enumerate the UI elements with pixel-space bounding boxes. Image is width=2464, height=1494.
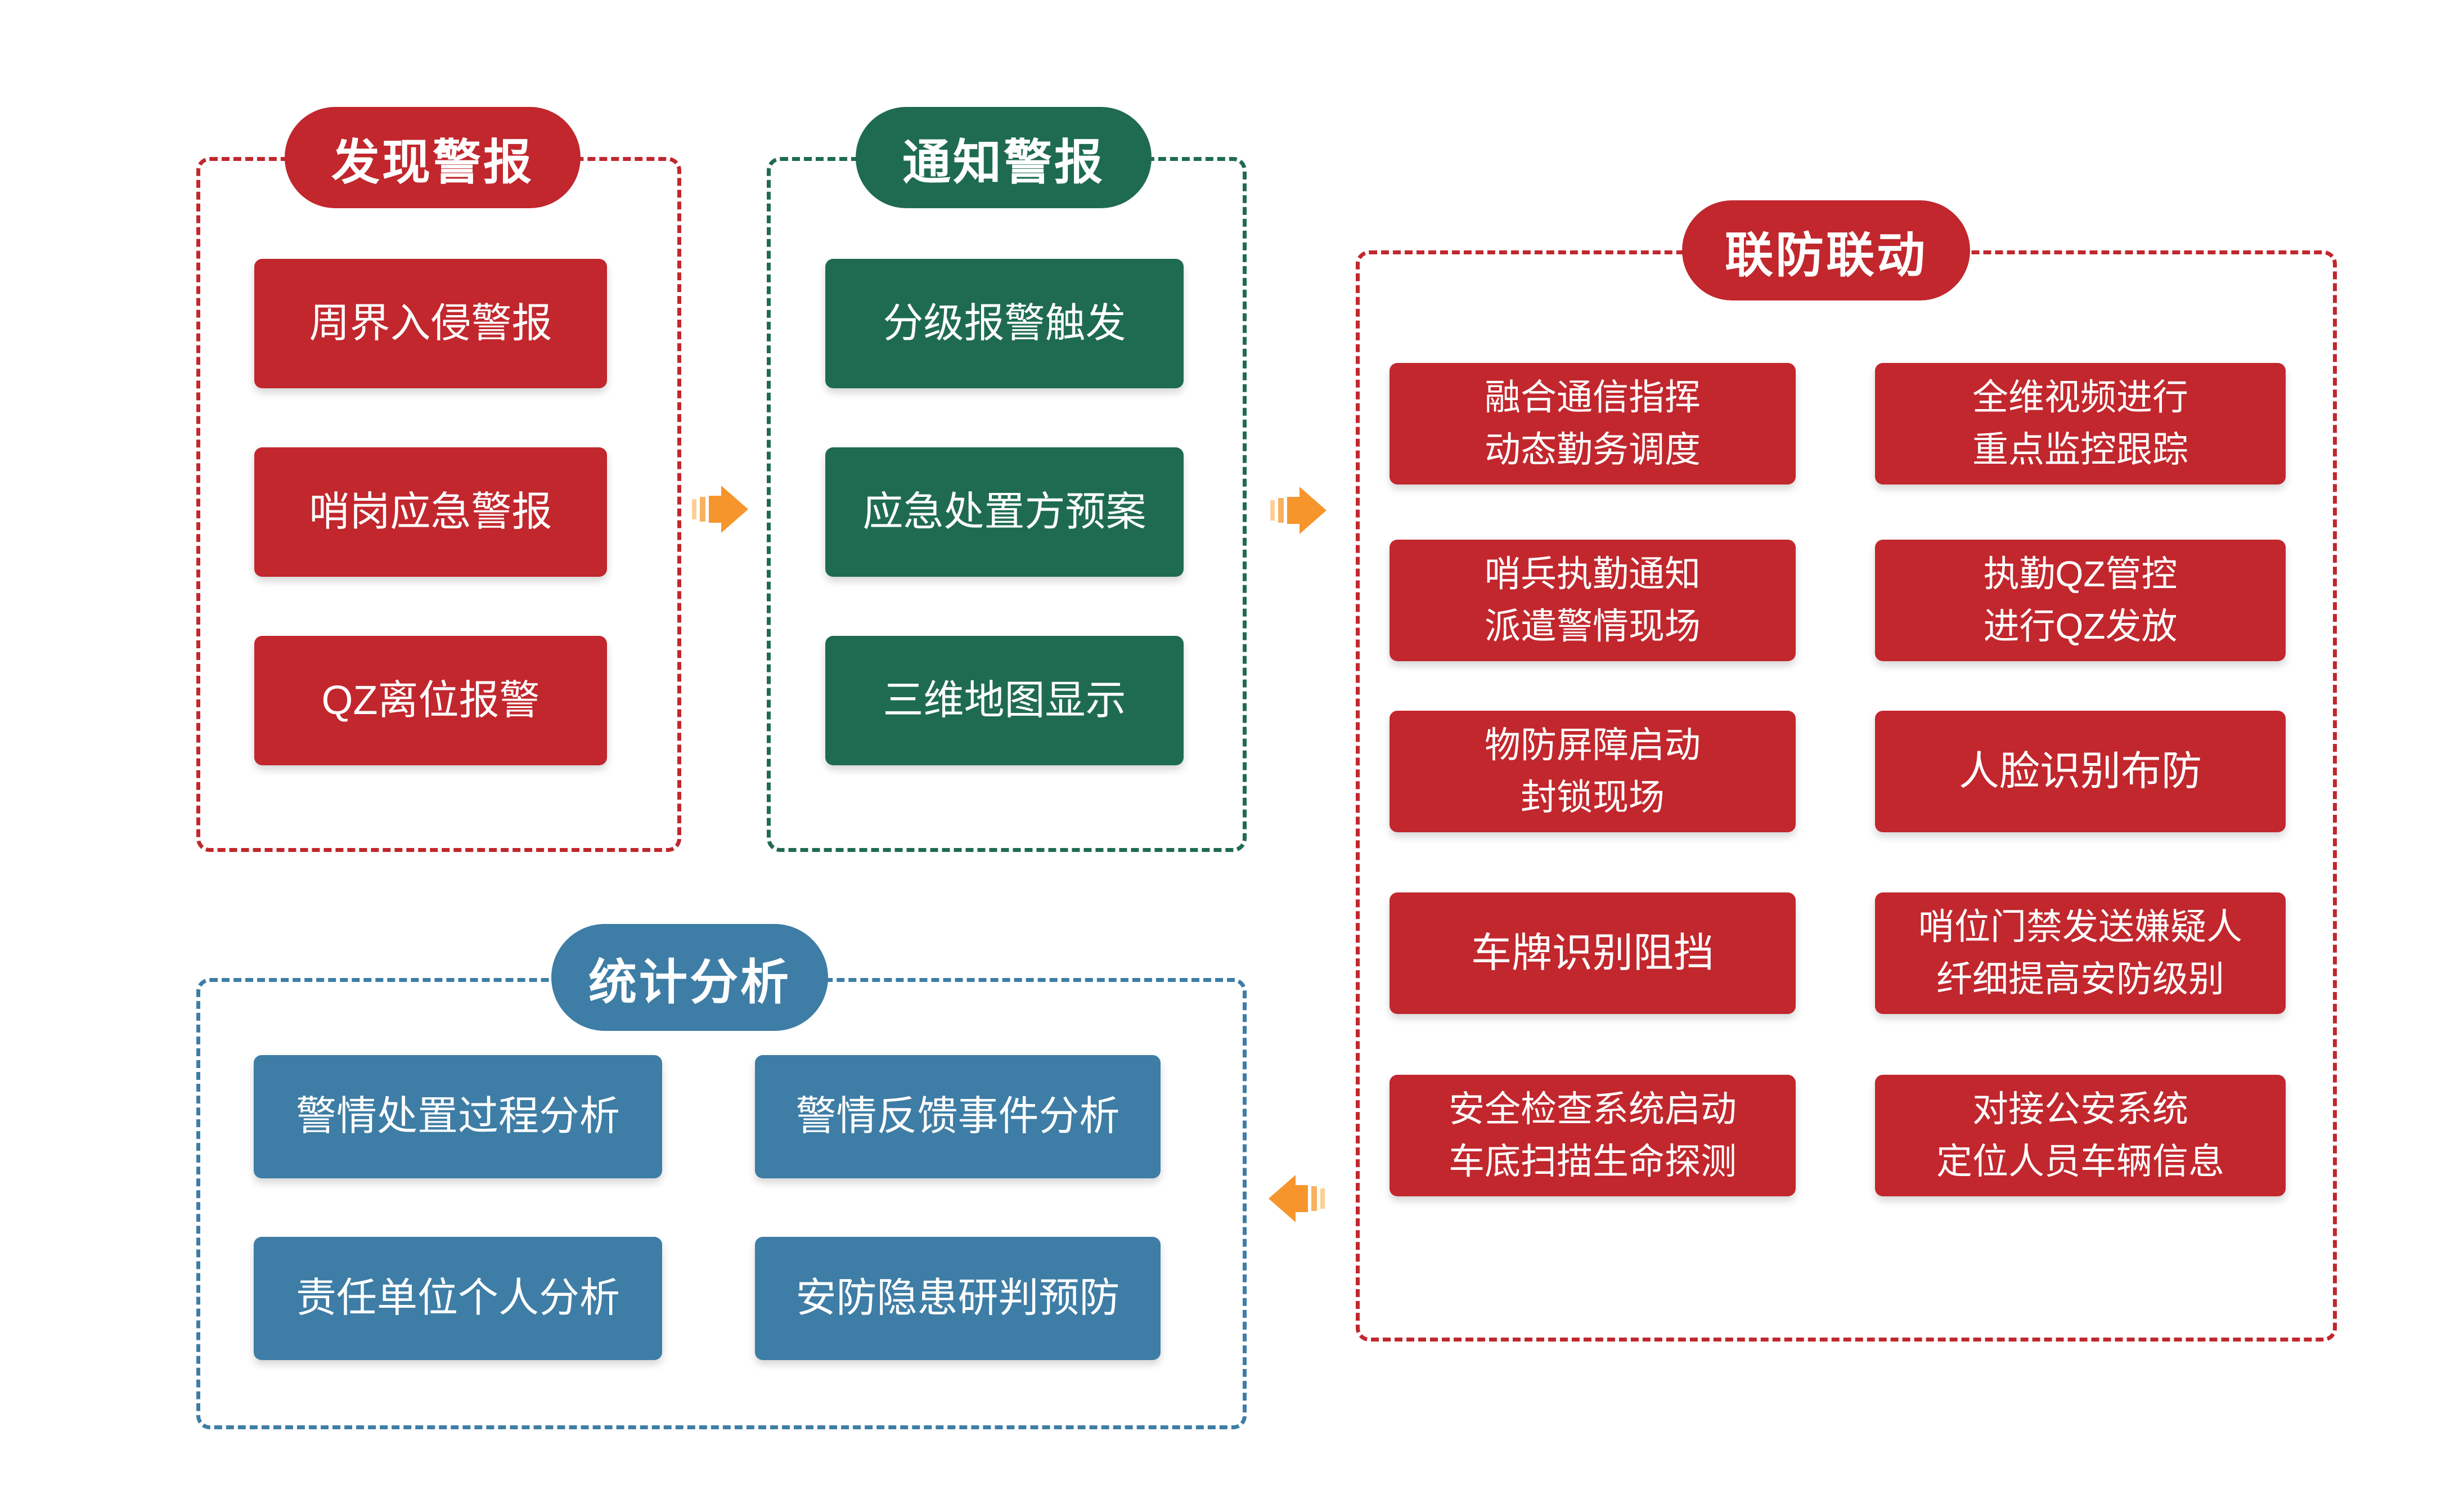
process-box-perimeter-intrusion-alarm: 周界入侵警报	[254, 259, 607, 388]
process-box-qz-control-issue: 执勤QZ管控 进行QZ发放	[1875, 540, 2286, 661]
process-box-responsible-unit-analysis: 责任单位个人分析	[254, 1237, 662, 1360]
flow-arrow-notify-to-linkage-icon	[1270, 487, 1327, 534]
process-box-plate-recognition-block: 车牌识别阻挡	[1390, 892, 1796, 1014]
statistics-section-title: 统计分析	[551, 924, 828, 1031]
joint-defense-section-title: 联防联动	[1682, 200, 1970, 300]
process-box-sentry-duty-notify: 哨兵执勤通知 派遣警情现场	[1390, 540, 1796, 661]
process-box-fused-comms-dispatch: 融合通信指挥 动态勤务调度	[1390, 363, 1796, 484]
process-box-qz-offsite-alarm: QZ离位报警	[254, 636, 607, 765]
process-box-hidden-danger-prediction: 安防隐患研判预防	[755, 1237, 1161, 1360]
process-box-security-check-underbody-scan: 安全检查系统启动 车底扫描生命探测	[1390, 1075, 1796, 1196]
process-box-alarm-handling-analysis: 警情处置过程分析	[254, 1055, 662, 1178]
process-box-police-system-locate: 对接公安系统 定位人员车辆信息	[1875, 1075, 2286, 1196]
process-box-face-recognition-deploy: 人脸识别布防	[1875, 711, 2286, 832]
process-box-emergency-response-plan: 应急处置方预案	[825, 447, 1184, 577]
discover-alarm-section-title: 发现警报	[285, 107, 581, 208]
process-box-access-control-suspect-alert: 哨位门禁发送嫌疑人 纤细提高安防级别	[1875, 892, 2286, 1014]
process-box-graded-alarm-trigger: 分级报警触发	[825, 259, 1184, 388]
process-box-alarm-feedback-analysis: 警情反馈事件分析	[755, 1055, 1161, 1178]
flow-arrow-discover-to-notify-icon	[692, 486, 748, 533]
notify-alarm-section-title: 通知警报	[856, 107, 1152, 208]
flow-arrow-linkage-to-statistics-icon	[1269, 1175, 1325, 1222]
process-box-full-video-tracking: 全维视频进行 重点监控跟踪	[1875, 363, 2286, 484]
statistics-group-border	[196, 978, 1247, 1429]
process-box-sentry-emergency-alarm: 哨岗应急警报	[254, 447, 607, 577]
process-box-3d-map-display: 三维地图显示	[825, 636, 1184, 765]
process-box-physical-barrier-lockdown: 物防屏障启动 封锁现场	[1390, 711, 1796, 832]
